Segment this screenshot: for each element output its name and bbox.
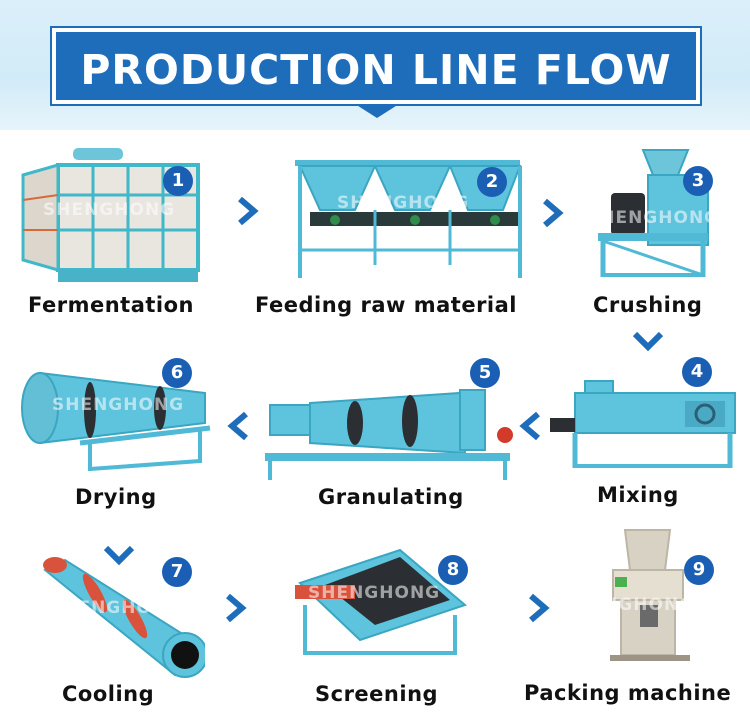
step-label: Fermentation bbox=[28, 293, 194, 317]
chevron-right-icon bbox=[543, 198, 564, 228]
chevron-right-icon bbox=[226, 593, 247, 623]
cooler-machine-icon bbox=[43, 557, 205, 678]
watermark-text: SHENGHONG bbox=[337, 193, 470, 213]
step-number-badge: 5 bbox=[470, 358, 500, 388]
step-number-badge: 4 bbox=[682, 357, 712, 387]
chevron-right-icon bbox=[238, 196, 259, 226]
granulator-machine-icon bbox=[265, 389, 513, 480]
step-label: Mixing bbox=[597, 483, 679, 507]
step-label: Feeding raw material bbox=[255, 293, 517, 317]
step-cooling: SHENGHONG 7 Cooling bbox=[20, 550, 220, 710]
packing-machine-icon bbox=[610, 529, 690, 661]
watermark-text: SHENGHONG bbox=[43, 200, 176, 220]
watermark-text: SHENGHONG bbox=[308, 583, 441, 603]
step-number-badge: 3 bbox=[683, 166, 713, 196]
chevron-left-icon bbox=[227, 411, 248, 441]
step-number-badge: 6 bbox=[162, 358, 192, 388]
step-feeding-raw-material: SHENGHONG 2 Feeding raw material bbox=[255, 145, 535, 325]
step-number-badge: 9 bbox=[684, 555, 714, 585]
dryer-machine-icon bbox=[21, 371, 211, 471]
title-box: PRODUCTION LINE FLOW bbox=[52, 28, 700, 104]
step-mixing: 4 Mixing bbox=[545, 355, 745, 515]
fermentation-machine-icon bbox=[21, 148, 200, 282]
step-label: Granulating bbox=[318, 485, 464, 509]
crusher-machine-icon bbox=[598, 149, 709, 277]
step-label: Drying bbox=[75, 485, 157, 509]
title-pointer bbox=[355, 104, 399, 118]
step-label: Screening bbox=[315, 682, 439, 706]
step-screening: SHENGHONG 8 Screening bbox=[280, 545, 480, 710]
step-label: Cooling bbox=[62, 682, 155, 706]
step-number-badge: 8 bbox=[438, 555, 468, 585]
step-label: Crushing bbox=[593, 293, 703, 317]
page-title: PRODUCTION LINE FLOW bbox=[80, 46, 672, 94]
watermark-text: SHENGHONG bbox=[587, 208, 720, 228]
chevron-right-icon bbox=[529, 593, 550, 623]
step-packing-machine: SHENGHONG 9 Packing machine bbox=[520, 525, 748, 710]
step-crushing: SHENGHONG 3 Crushing bbox=[575, 140, 745, 325]
step-number-badge: 1 bbox=[163, 166, 193, 196]
step-number-badge: 7 bbox=[162, 557, 192, 587]
step-fermentation: SHENGHONG 1 Fermentation bbox=[18, 140, 218, 320]
watermark-text: SHENGHONG bbox=[52, 395, 185, 415]
mixer-machine-icon bbox=[550, 380, 736, 468]
step-label: Packing machine bbox=[524, 681, 732, 705]
watermark-text: SHENGHONG bbox=[562, 595, 695, 615]
watermark-text: SHENGHONG bbox=[50, 598, 183, 618]
chevron-down-icon bbox=[632, 331, 664, 352]
step-number-badge: 2 bbox=[477, 167, 507, 197]
chevron-down-icon bbox=[103, 545, 135, 566]
step-granulating: 5 Granulating bbox=[260, 355, 520, 515]
screener-machine-icon bbox=[295, 548, 468, 655]
header-banner: PRODUCTION LINE FLOW bbox=[0, 0, 750, 130]
chevron-left-icon bbox=[519, 411, 540, 441]
step-drying: SHENGHONG 6 Drying bbox=[10, 355, 225, 515]
